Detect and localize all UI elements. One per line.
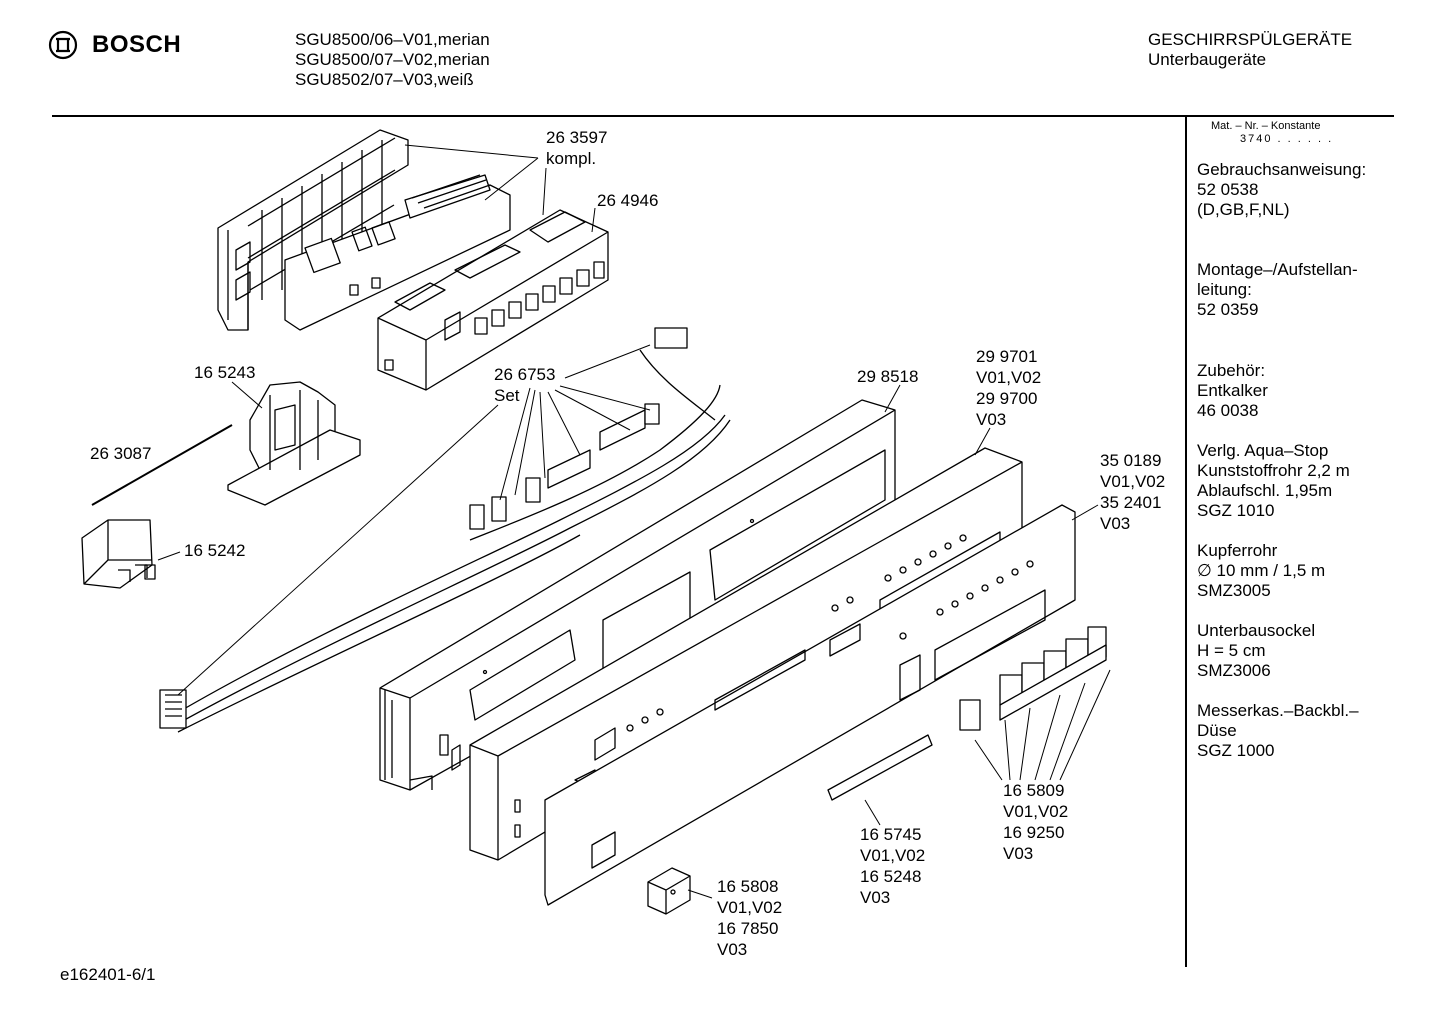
part-number: 16 9250 — [1003, 823, 1065, 842]
part-label-264946: 26 4946 — [597, 190, 658, 211]
part-number: 29 9700 — [976, 389, 1038, 408]
brand-header: BOSCH — [48, 30, 181, 60]
part-variant: V03 — [717, 940, 748, 959]
part-number: 26 6753 — [494, 365, 556, 384]
sidebar-text: 52 0538 — [1197, 180, 1259, 199]
sidebar-text: 46 0038 — [1197, 401, 1259, 420]
part-number: 29 8518 — [857, 367, 919, 386]
part-label-165745: 16 5745 V01,V02 16 5248 V03 — [860, 824, 925, 908]
sidebar-text: ∅ 10 mm / 1,5 m — [1197, 561, 1326, 580]
part-variant: V01,V02 — [1003, 802, 1069, 821]
sidebar-text: Kupferrohr — [1197, 541, 1278, 560]
part-variant: V01,V02 — [976, 368, 1042, 387]
sidebar-block-nozzle: Messerkas.–Backbl.– Düse SGZ 1000 — [1197, 701, 1397, 761]
drawing-id: e162401-6/1 — [60, 965, 156, 984]
part-variant: V03 — [1100, 514, 1131, 533]
sidebar-block-accessory: Zubehör: Entkalker 46 0038 — [1197, 361, 1397, 421]
sidebar-text: Zubehör: — [1197, 361, 1266, 380]
sidebar-text: SMZ3005 — [1197, 581, 1271, 600]
part-label-298518: 29 8518 — [857, 366, 918, 387]
part-label-263597: 26 3597 kompl. — [546, 127, 607, 169]
part-label-266753: 26 6753 Set — [494, 364, 555, 406]
part-number: 16 7850 — [717, 919, 779, 938]
part-number: 16 5808 — [717, 877, 779, 896]
sidebar-block-copper-pipe: Kupferrohr ∅ 10 mm / 1,5 m SMZ3005 — [1197, 541, 1397, 601]
front-panel-part — [544, 504, 1076, 906]
sidebar-text: SGZ 1010 — [1197, 501, 1275, 520]
leader-lines — [157, 144, 1111, 899]
part-variant: V01,V02 — [717, 898, 783, 917]
valve-part — [81, 519, 156, 589]
bosch-logo-icon — [48, 30, 78, 60]
sidebar-text: Montage–/Aufstellan- — [1197, 260, 1358, 279]
part-number: 26 4946 — [597, 191, 659, 210]
part-number: 26 3597 — [546, 128, 608, 147]
model-line: SGU8500/06–V01,merian — [295, 30, 490, 49]
control-module-part — [377, 209, 609, 391]
part-label-165242: 16 5242 — [184, 540, 245, 561]
part-number: 29 9701 — [976, 347, 1038, 366]
sidebar-divider — [1185, 115, 1187, 967]
sidebar-text: SMZ3006 — [1197, 661, 1271, 680]
housing-frame-part — [217, 129, 409, 331]
part-note: kompl. — [546, 149, 597, 168]
part-variant: V03 — [1003, 844, 1034, 863]
part-number: 16 5243 — [194, 363, 256, 382]
part-number: 16 5809 — [1003, 781, 1065, 800]
konstante-value: 3740 . . . . . . — [1240, 133, 1334, 145]
category-line: Unterbaugeräte — [1148, 50, 1267, 69]
part-variant: V01,V02 — [1100, 472, 1166, 491]
part-variant: V01,V02 — [860, 846, 926, 865]
part-label-165808: 16 5808 V01,V02 16 7850 V03 — [717, 876, 782, 960]
sidebar-text: 52 0359 — [1197, 300, 1259, 319]
part-number: 35 0189 — [1100, 451, 1162, 470]
category-title: GESCHIRRSPÜLGERÄTE Unterbaugeräte — [1148, 30, 1352, 70]
sidebar-block-manual: Gebrauchsanweisung: 52 0538 (D,GB,F,NL) — [1197, 160, 1397, 220]
part-variant: V03 — [976, 410, 1007, 429]
sidebar-text: Messerkas.–Backbl.– — [1197, 701, 1359, 720]
sidebar-text: H = 5 cm — [1197, 641, 1266, 660]
sidebar-text: Entkalker — [1197, 381, 1268, 400]
part-variant: V03 — [860, 888, 891, 907]
konstante-label: Mat. – Nr. – Konstante — [1211, 120, 1321, 132]
header-divider — [52, 115, 1394, 117]
circuit-board-part — [284, 174, 511, 331]
sidebar-text: (D,GB,F,NL) — [1197, 200, 1290, 219]
model-line: SGU8500/07–V02,merian — [295, 50, 490, 69]
sidebar-text: Düse — [1197, 721, 1237, 740]
part-number: 26 3087 — [90, 444, 152, 463]
brand-name: BOSCH — [92, 31, 182, 58]
part-label-263087: 26 3087 — [90, 443, 151, 464]
light-strip-part — [827, 734, 933, 801]
sidebar-text: Verlg. Aqua–Stop — [1197, 441, 1329, 460]
model-list: SGU8500/06–V01,merian SGU8500/07–V02,mer… — [295, 30, 490, 90]
accessory-sidebar: Mat. – Nr. – Konstante 3740 . . . . . . … — [1197, 120, 1397, 761]
sidebar-block-base: Unterbausockel H = 5 cm SMZ3006 — [1197, 621, 1397, 681]
part-label-165243: 16 5243 — [194, 362, 255, 383]
knob-part — [647, 867, 691, 915]
sidebar-text: Ablaufschl. 1,95m — [1197, 481, 1333, 500]
part-number: 16 5745 — [860, 825, 922, 844]
sidebar-text: SGZ 1000 — [1197, 741, 1275, 760]
part-number: 16 5242 — [184, 541, 246, 560]
sidebar-text: Unterbausockel — [1197, 621, 1316, 640]
part-label-350189: 35 0189 V01,V02 35 2401 V03 — [1100, 450, 1165, 534]
cable-harness-part — [159, 327, 731, 733]
sidebar-block-aquastop: Verlg. Aqua–Stop Kunststoffrohr 2,2 m Ab… — [1197, 441, 1397, 521]
sidebar-text: Kunststoffrohr 2,2 m — [1197, 461, 1350, 480]
rod-part — [91, 424, 233, 506]
model-line: SGU8502/07–V03,weiß — [295, 70, 474, 89]
part-label-165809: 16 5809 V01,V02 16 9250 V03 — [1003, 780, 1068, 864]
category-line: GESCHIRRSPÜLGERÄTE — [1148, 30, 1353, 49]
sidebar-block-installation: Montage–/Aufstellan- leitung: 52 0359 — [1197, 260, 1397, 320]
push-buttons-part — [959, 626, 1107, 731]
part-number: 35 2401 — [1100, 493, 1162, 512]
sensor-holder-part — [227, 381, 361, 506]
part-number: 16 5248 — [860, 867, 922, 886]
part-label-299701: 29 9701 V01,V02 29 9700 V03 — [976, 346, 1041, 430]
sidebar-text: Gebrauchsanweisung: — [1197, 160, 1367, 179]
sidebar-text: leitung: — [1197, 280, 1252, 299]
part-note: Set — [494, 386, 520, 405]
